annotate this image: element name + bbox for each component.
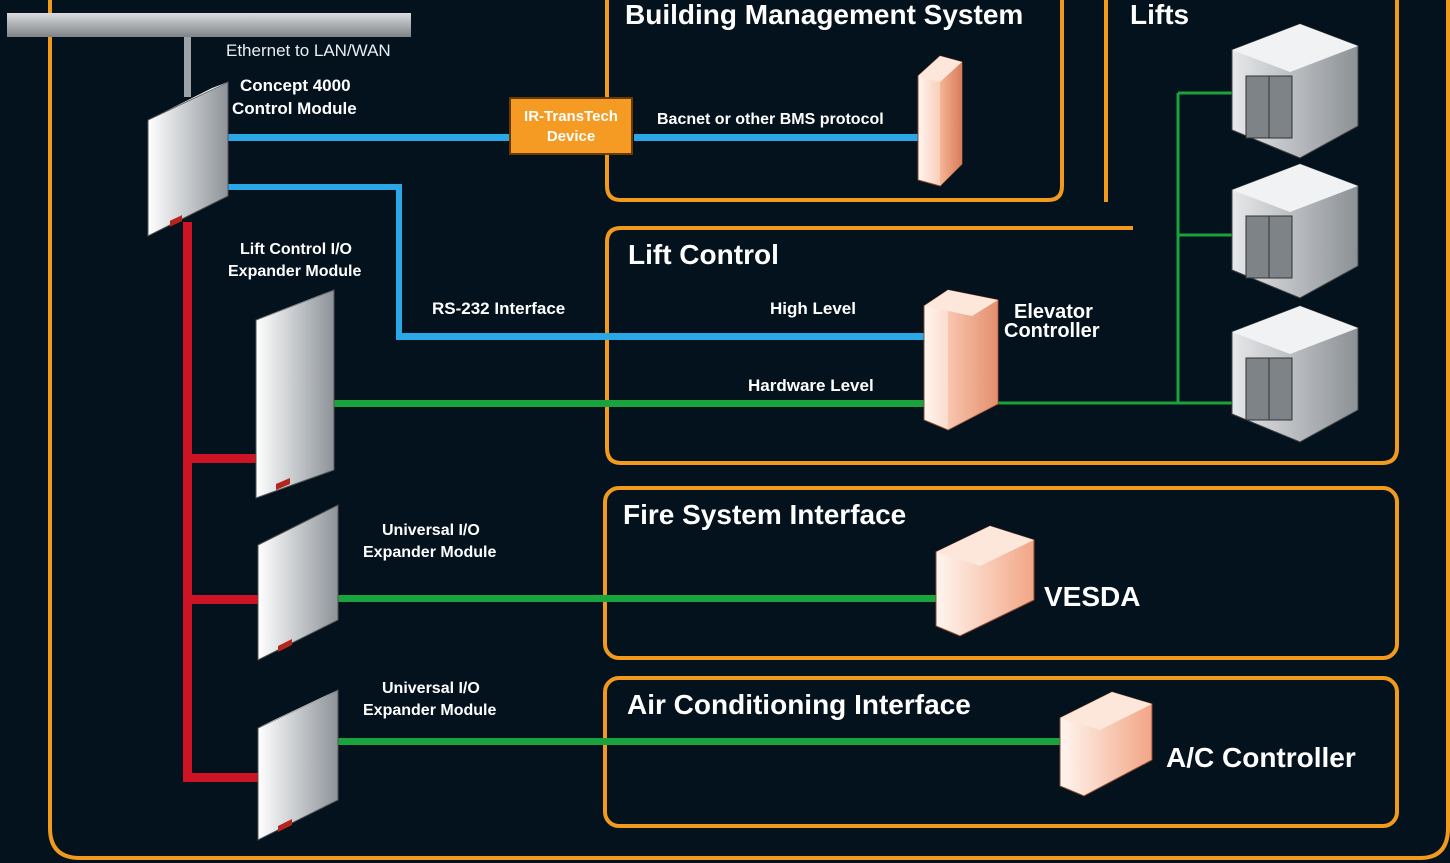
io-links bbox=[334, 400, 1060, 745]
lift-car-icon bbox=[1231, 163, 1359, 299]
transtech-label-2: Device bbox=[547, 128, 595, 145]
uio2-label-1: Universal I/O bbox=[382, 680, 480, 697]
lift-control-title: Lift Control bbox=[628, 239, 779, 270]
io-expander-icon bbox=[255, 289, 335, 499]
uio2-label-2: Expander Module bbox=[363, 702, 496, 719]
transtech-label-1: IR-TransTech bbox=[524, 108, 618, 125]
rs232-label: RS-232 Interface bbox=[432, 299, 565, 318]
hardware-level-label: Hardware Level bbox=[748, 376, 874, 395]
control-module-icon bbox=[147, 81, 229, 237]
elevator-label-1: Elevator bbox=[1014, 301, 1093, 323]
concept-label-2: Control Module bbox=[232, 99, 357, 118]
uio1-label-2: Expander Module bbox=[363, 544, 496, 561]
vesda-label: VESDA bbox=[1044, 581, 1140, 612]
ethernet-links bbox=[228, 134, 924, 340]
ac-box bbox=[603, 676, 1399, 828]
bms-box bbox=[605, 0, 1064, 202]
transtech-device bbox=[509, 97, 633, 155]
lift-control-box bbox=[605, 0, 1399, 465]
ethernet-drop bbox=[184, 37, 191, 97]
lift-io-label-2: Expander Module bbox=[228, 263, 361, 280]
fire-box bbox=[603, 486, 1399, 660]
vesda-icon bbox=[935, 525, 1035, 637]
io-expander-icon bbox=[257, 689, 339, 841]
lifts-title: Lifts bbox=[1130, 0, 1189, 30]
lift-car-icon bbox=[1231, 23, 1359, 159]
bms-server-icon bbox=[917, 55, 963, 187]
elevator-controller-icon bbox=[923, 289, 999, 431]
lift-io-label-1: Lift Control I/O bbox=[240, 241, 352, 258]
ac-title: Air Conditioning Interface bbox=[627, 689, 971, 720]
ac-controller-label: A/C Controller bbox=[1166, 742, 1356, 773]
elevator-label-2: Controller bbox=[1004, 320, 1100, 342]
ethernet-bar bbox=[7, 13, 411, 37]
ethernet-label: Ethernet to LAN/WAN bbox=[226, 41, 391, 60]
outer-frame bbox=[48, 0, 1450, 860]
concept-label-1: Concept 4000 bbox=[240, 76, 351, 95]
lift-wiring bbox=[998, 91, 1232, 405]
fire-title: Fire System Interface bbox=[623, 499, 906, 530]
uio1-label-1: Universal I/O bbox=[382, 522, 480, 539]
bacnet-label: Bacnet or other BMS protocol bbox=[657, 111, 884, 128]
io-expander-icon bbox=[257, 504, 339, 661]
io-bus bbox=[183, 222, 258, 782]
lift-car-icon bbox=[1231, 305, 1359, 443]
bms-title: Building Management System bbox=[625, 0, 1023, 30]
high-level-label: High Level bbox=[770, 299, 856, 318]
ac-controller-icon bbox=[1059, 691, 1153, 797]
